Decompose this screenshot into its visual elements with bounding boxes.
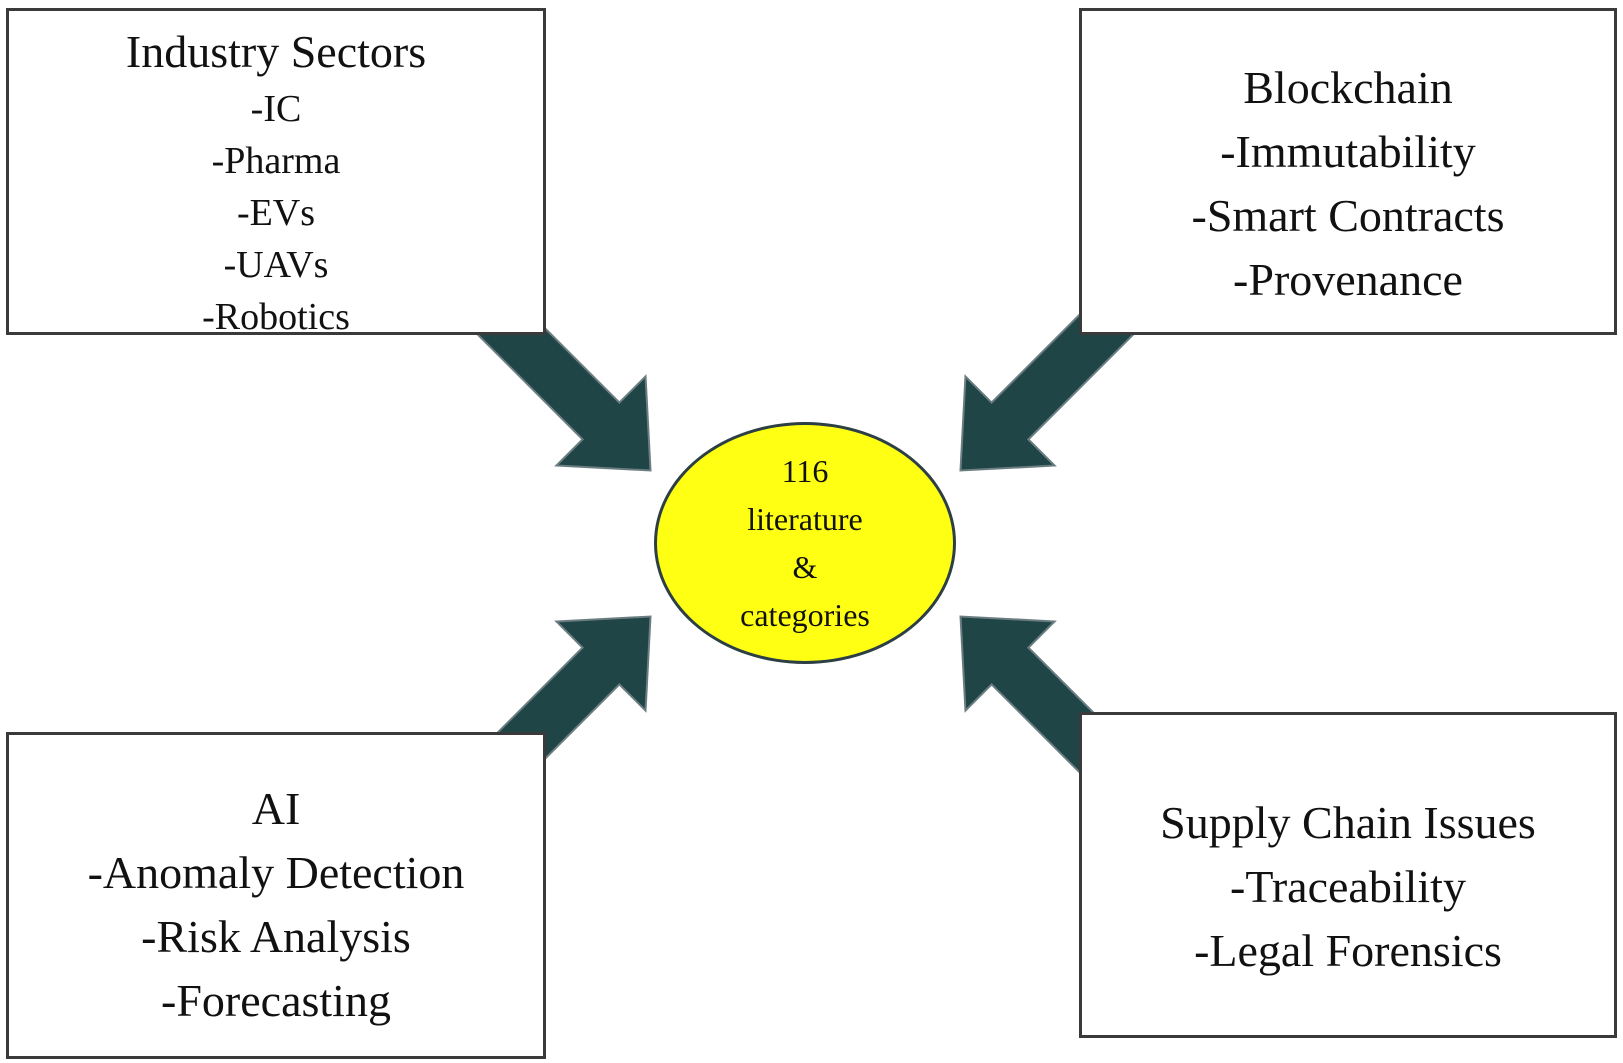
center-categories-label: categories: [740, 597, 870, 633]
arrow-from-industry-sectors: [475, 295, 652, 472]
ai-item-anomaly-detection: -Anomaly Detection: [87, 847, 465, 898]
ai-box: AI -Anomaly Detection -Risk Analysis -Fo…: [6, 732, 546, 1059]
center-count: 116: [781, 453, 829, 489]
industry-sectors-item-uavs: -UAVs: [223, 244, 329, 286]
center-literature-label: literature: [747, 501, 863, 537]
industry-sectors-item-robotics: -Robotics: [202, 296, 350, 338]
blockchain-item-immutability: -Immutability: [1220, 126, 1476, 177]
blockchain-item-smart-contracts: -Smart Contracts: [1191, 190, 1505, 241]
center-ellipse: 116 literature & categories: [654, 422, 956, 664]
supply-chain-issues-box: Supply Chain Issues -Traceability -Legal…: [1079, 712, 1617, 1038]
industry-sectors-title: Industry Sectors: [125, 26, 427, 77]
industry-sectors-item-evs: -EVs: [236, 192, 316, 234]
center-ampersand: &: [792, 549, 818, 585]
industry-sectors-item-pharma: -Pharma: [211, 140, 341, 182]
industry-sectors-box: Industry Sectors -IC -Pharma -EVs -UAVs …: [6, 8, 546, 338]
blockchain-title: Blockchain: [1243, 62, 1453, 113]
blockchain-item-provenance: -Provenance: [1233, 254, 1463, 305]
ai-title: AI: [251, 783, 301, 834]
ai-item-forecasting: -Forecasting: [161, 975, 391, 1026]
arrow-from-industry-sectors-shape: [475, 295, 652, 472]
industry-sectors-item-ic: -IC: [250, 88, 302, 130]
ai-item-risk-analysis: -Risk Analysis: [141, 911, 411, 962]
supply-chain-issues-title: Supply Chain Issues: [1160, 797, 1536, 848]
blockchain-box: Blockchain -Immutability -Smart Contract…: [1079, 8, 1617, 335]
supply-chain-item-traceability: -Traceability: [1230, 861, 1466, 912]
supply-chain-item-legal-forensics: -Legal Forensics: [1194, 925, 1502, 976]
